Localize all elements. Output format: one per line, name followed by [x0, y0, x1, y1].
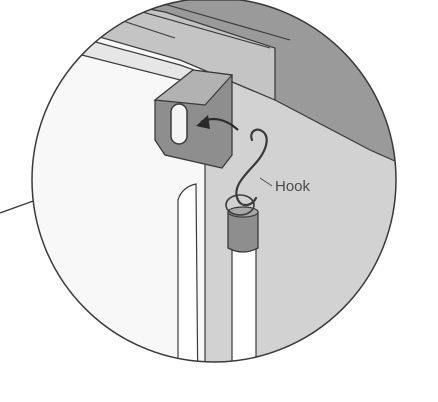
frame-edge-line	[149, 0, 291, 41]
wand-end-cap	[227, 211, 259, 253]
magnifier-circle	[31, 0, 397, 363]
panel-edge-strip	[177, 183, 199, 362]
hook-callout-leader	[259, 177, 273, 187]
arrow-head-icon	[196, 115, 210, 129]
frame-edge-line	[119, 19, 176, 39]
hook-callout-label: Hook	[275, 178, 311, 195]
magnifier-leader-line	[0, 199, 37, 214]
wand-eyelet	[225, 194, 255, 216]
wand-rod	[231, 239, 257, 362]
mounting-bracket-face	[153, 69, 234, 106]
bracket-slot	[170, 103, 188, 145]
s-hook-icon	[235, 128, 268, 207]
